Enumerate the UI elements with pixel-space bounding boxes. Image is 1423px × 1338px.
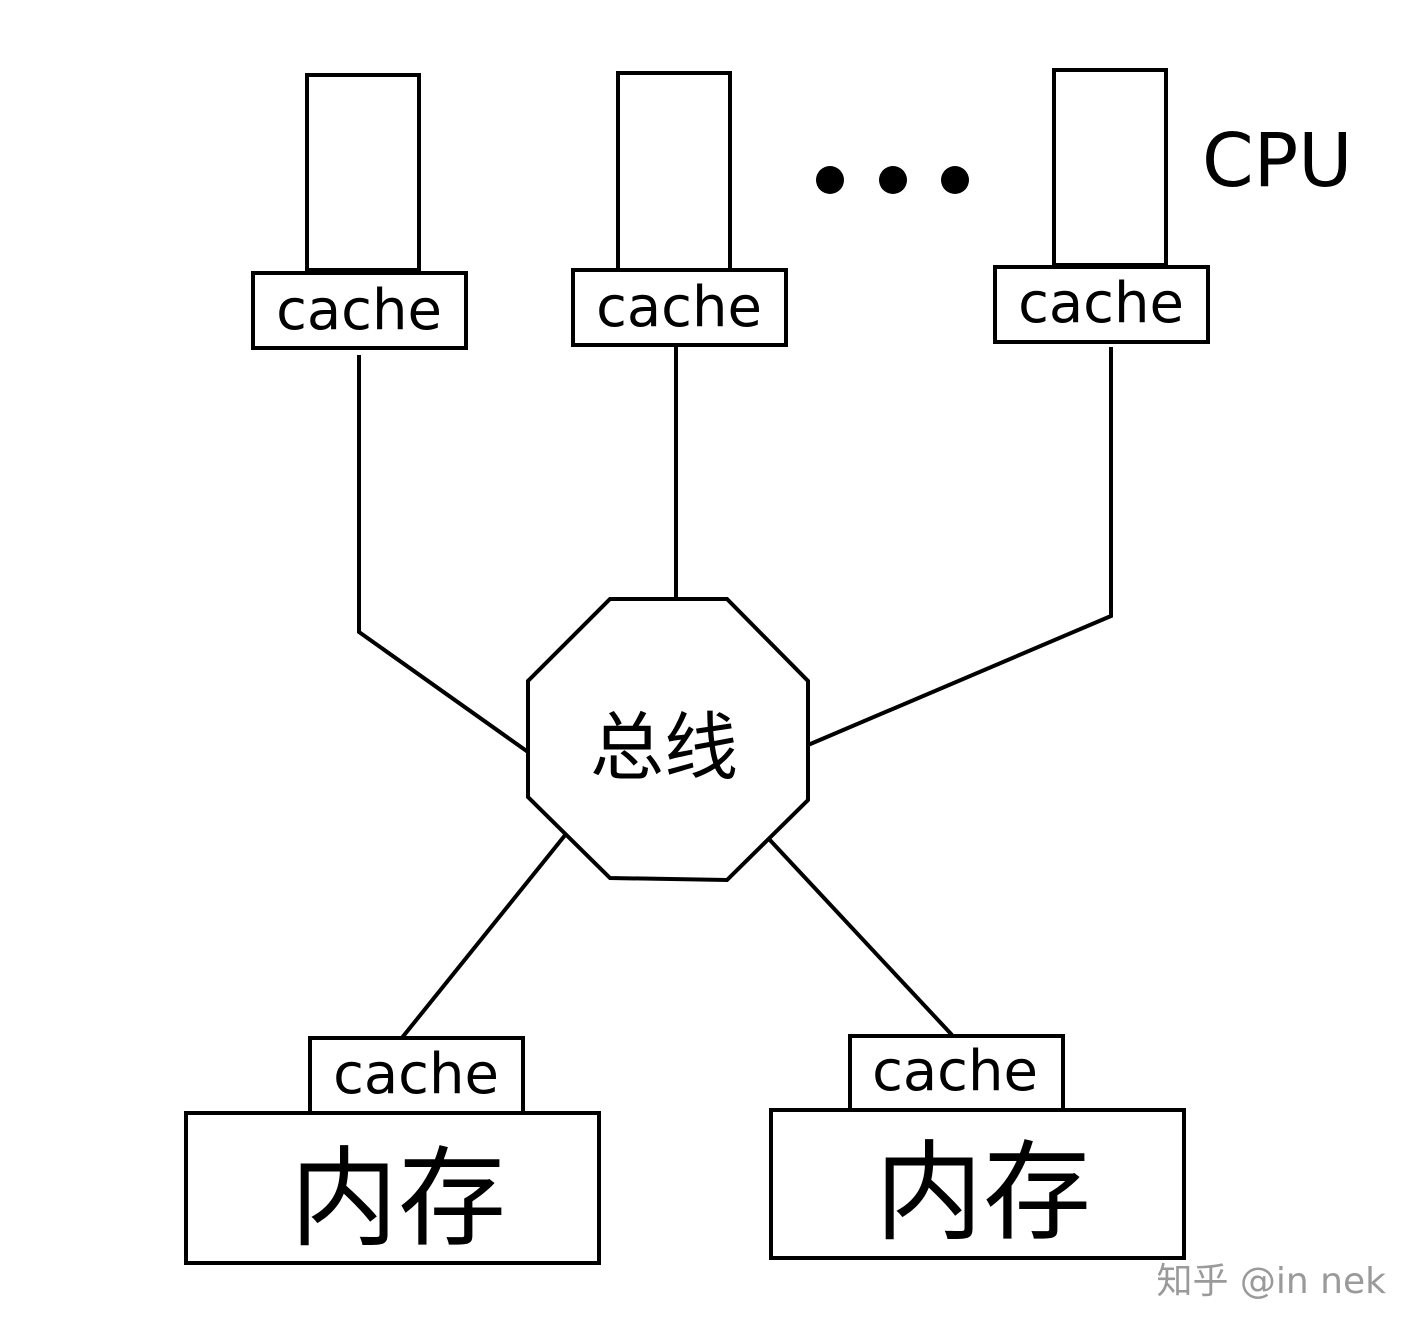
ellipsis-dot	[879, 166, 907, 194]
cpu-1-cache-label: cache	[276, 278, 442, 343]
memory-1-label: 内存	[290, 1137, 506, 1262]
cpu-1-core	[305, 73, 421, 272]
cpu-3: cache	[993, 68, 1210, 344]
cpu-label: CPU	[1202, 118, 1352, 204]
bus-label: 总线	[590, 705, 738, 791]
cpu-2-core	[616, 71, 732, 272]
cpu-3-cache-label: cache	[1018, 271, 1184, 336]
memory-2-label: 内存	[875, 1131, 1091, 1256]
ellipsis	[816, 166, 969, 194]
watermark: 知乎 @in nek	[1156, 1261, 1386, 1302]
cpu-2-cache-label: cache	[596, 275, 762, 340]
wire-bus-mem2	[766, 836, 954, 1037]
cpu-3-core	[1052, 68, 1168, 267]
memory-1-box	[184, 1111, 601, 1265]
ellipsis-dot	[941, 166, 969, 194]
memory-2-cache-label: cache	[872, 1039, 1038, 1104]
cpu-2: cache	[571, 71, 788, 347]
bus: 总线	[526, 597, 810, 883]
memory-1-cache-label: cache	[333, 1042, 499, 1107]
bus-octagon	[526, 597, 810, 883]
wire-bus-mem1	[399, 832, 568, 1041]
memory-1-cache	[308, 1036, 525, 1115]
memory-1: cache 内存	[184, 1036, 601, 1265]
memory-2: cache 内存	[769, 1034, 1186, 1260]
cpu-3-cache	[993, 265, 1210, 344]
ellipsis-dot	[816, 166, 844, 194]
memory-2-cache	[848, 1034, 1065, 1112]
cpu-1-cache	[251, 271, 468, 350]
wire-cpu1-bus	[357, 355, 530, 754]
cpu-2-cache	[571, 268, 788, 347]
memory-2-box	[769, 1108, 1186, 1260]
wire-cpu3-bus	[807, 347, 1113, 747]
cpu-1: cache	[251, 73, 468, 350]
